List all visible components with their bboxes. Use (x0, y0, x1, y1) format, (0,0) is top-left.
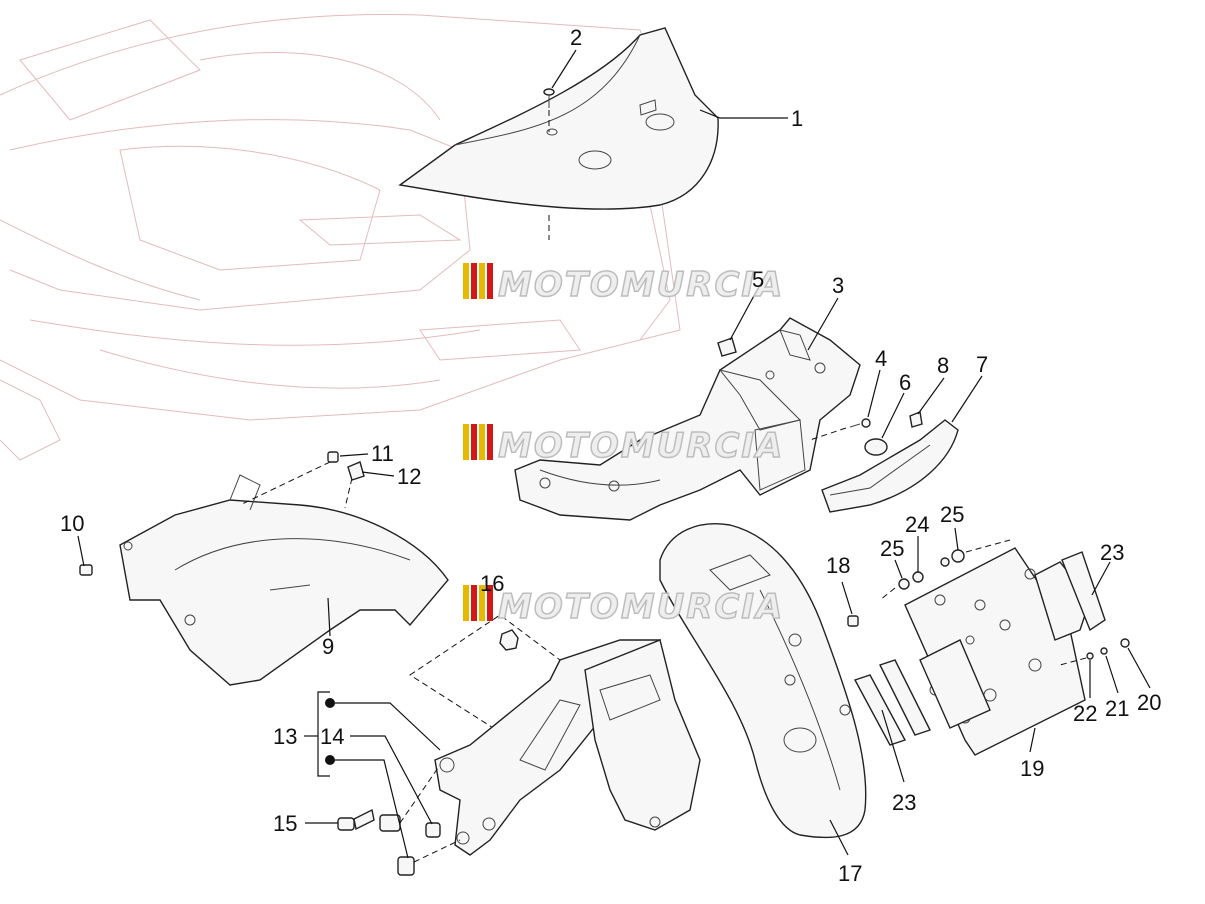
part-16-nut (499, 629, 519, 651)
callout-1: 1 (791, 106, 803, 131)
part-11-bolt (327, 451, 339, 463)
part-24-nut-b (940, 557, 950, 567)
dashed-line-small-hardware (1059, 657, 1087, 666)
part-17-rear-mudguard (659, 523, 867, 839)
part-19-plate-holder (904, 547, 1086, 756)
group-13-bracket (304, 691, 335, 777)
part-2-screw (543, 88, 555, 132)
part-15-bolt (337, 808, 375, 831)
watermark-stripe (487, 424, 493, 460)
dashed-line-washers-left (879, 587, 896, 601)
part-24-nut (912, 571, 924, 583)
part-14-bushing-b (425, 822, 441, 838)
callout-14: 14 (320, 724, 344, 749)
part-18-bolt (847, 615, 859, 627)
watermark-stripe (479, 585, 485, 621)
part-25-washer-b (951, 549, 965, 563)
part-6-grommet (864, 438, 888, 456)
watermark-1: MOTOMURCIA (463, 263, 784, 306)
part-23-upper-gasket (1034, 551, 1106, 641)
callout-23-lower: 23 (892, 790, 916, 815)
watermark-stripe (471, 585, 477, 621)
callout-17: 17 (838, 861, 862, 886)
part-4-screw (809, 418, 871, 441)
part-7-rear-reflector (821, 419, 959, 513)
watermark-stripe (463, 424, 469, 460)
part-14-bushing-a (379, 814, 401, 832)
watermark-stripe (471, 263, 477, 299)
part-5-clip (717, 337, 737, 357)
watermark-stripe (487, 585, 493, 621)
callout-15: 15 (273, 811, 297, 836)
watermark-3: MOTOMURCIA (463, 585, 784, 628)
callout-21: 21 (1105, 696, 1129, 721)
dashed-line-11-to-9 (239, 461, 331, 506)
callout-3: 3 (832, 273, 844, 298)
callout-labels: 1 2 3 4 5 6 7 8 9 10 11 12 13 14 15 16 1… (60, 25, 1161, 886)
watermark-stripe (471, 424, 477, 460)
part-22-washer (1086, 652, 1094, 660)
part-21-washer (1100, 647, 1108, 655)
part-3-rear-bracket (514, 317, 861, 521)
callout-25-left: 25 (880, 536, 904, 561)
callout-6: 6 (899, 370, 911, 395)
part-8-clip (909, 411, 923, 428)
part-23-lower-gasket (853, 659, 931, 746)
part-10-bolt (79, 564, 93, 576)
part-20-screw (1120, 638, 1130, 648)
part-splash-guard (584, 639, 701, 831)
dashed-line-bushing-1 (399, 764, 441, 824)
callout-10: 10 (60, 511, 84, 536)
background-scooter-body (0, 14, 681, 461)
watermark-text: MOTOMURCIA (498, 587, 784, 627)
callout-22: 22 (1073, 701, 1097, 726)
leader-lines (77, 49, 1151, 859)
callout-25-right: 25 (940, 502, 964, 527)
part-9-hugger (119, 474, 449, 686)
callout-19: 19 (1020, 756, 1044, 781)
callout-7: 7 (976, 352, 988, 377)
part-12-clip (347, 461, 365, 481)
watermark-stripe (487, 263, 493, 299)
callout-4: 4 (875, 346, 887, 371)
watermark-text: MOTOMURCIA (498, 265, 784, 305)
callout-12: 12 (397, 464, 421, 489)
callout-13: 13 (273, 724, 297, 749)
watermark-text: MOTOMURCIA (498, 426, 784, 466)
watermark-2: MOTOMURCIA (463, 424, 784, 467)
callout-23-upper: 23 (1100, 540, 1124, 565)
bullet-dot-upper (325, 698, 335, 708)
callout-16: 16 (480, 571, 504, 596)
part-25-washer-a (898, 578, 910, 590)
callout-5: 5 (752, 267, 764, 292)
part-14-bushing-c (397, 856, 415, 876)
watermark-stripe (479, 424, 485, 460)
part-1-storage-compartment (398, 27, 719, 210)
bullet-dot-lower (325, 755, 335, 765)
dashed-line-washers (965, 539, 1011, 553)
watermark-stripe (479, 263, 485, 299)
watermark-stripe (463, 263, 469, 299)
callout-11: 11 (371, 441, 394, 466)
callout-18: 18 (826, 553, 850, 578)
callout-9: 9 (322, 634, 334, 659)
callout-2: 2 (570, 25, 582, 50)
callout-24: 24 (905, 512, 929, 537)
callout-20: 20 (1137, 690, 1161, 715)
callout-8: 8 (937, 353, 949, 378)
watermark-stripe (463, 585, 469, 621)
dashed-line-12-to-9 (344, 477, 353, 509)
dashed-line-bushing-2 (413, 839, 461, 863)
